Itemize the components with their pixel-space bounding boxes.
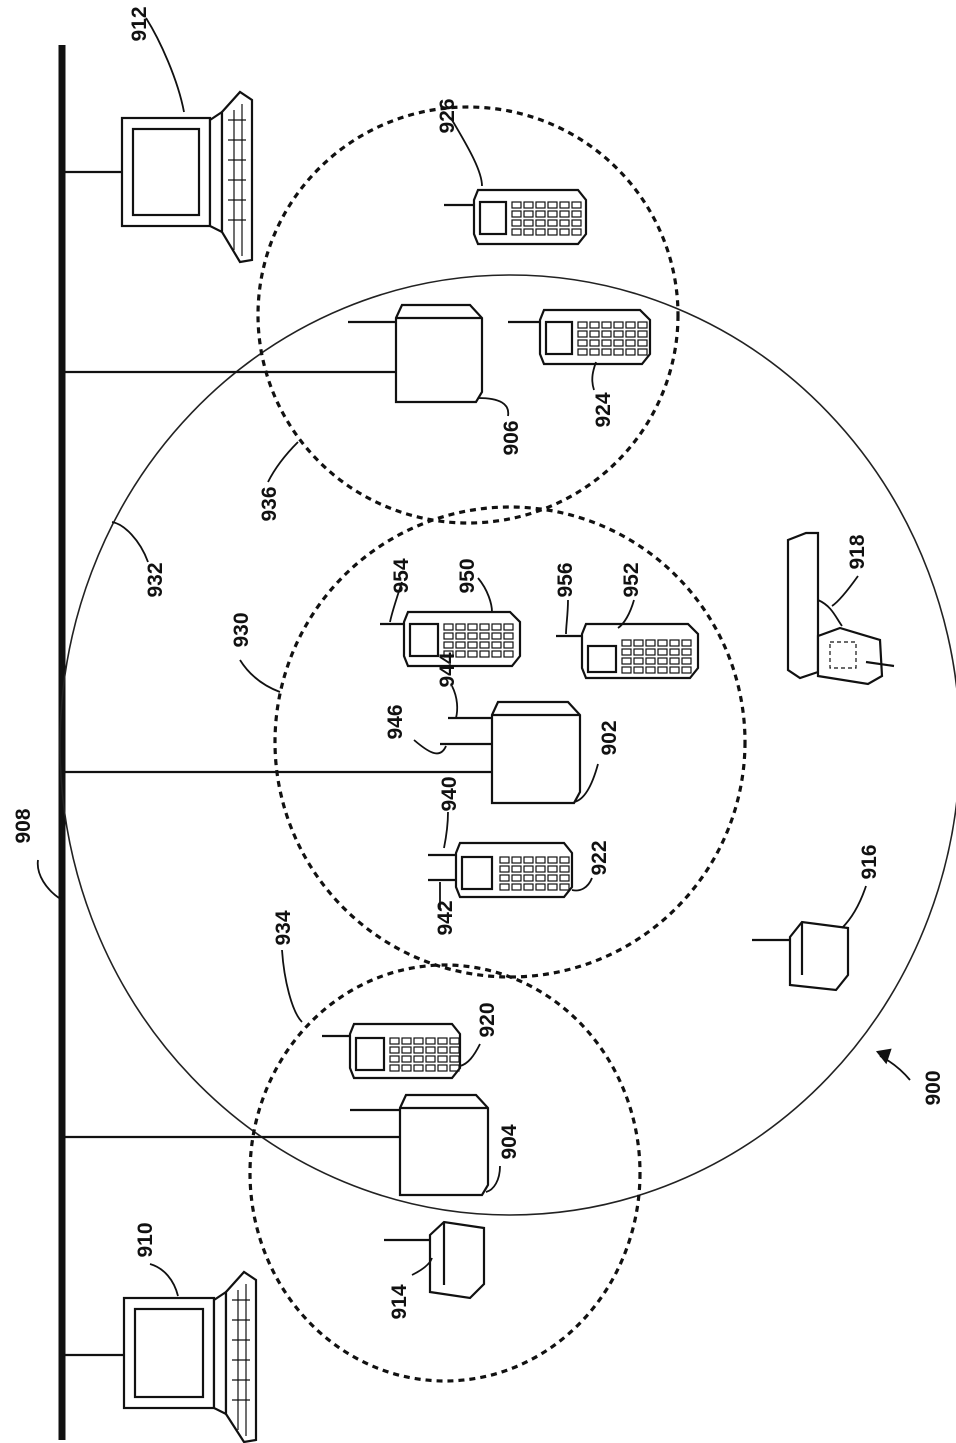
host-computer-912 — [120, 90, 254, 264]
access-point-906 — [348, 303, 484, 404]
label-924: 924 — [592, 392, 615, 427]
leader-926 — [451, 119, 483, 187]
leader-946 — [413, 739, 447, 755]
leader-920 — [459, 1043, 481, 1067]
leader-944 — [451, 685, 459, 719]
label-940: 940 — [438, 776, 461, 811]
leader-932 — [111, 521, 149, 563]
leader-924 — [591, 361, 597, 391]
label-914: 914 — [388, 1284, 411, 1319]
leader-956 — [565, 599, 569, 635]
label-944: 944 — [436, 652, 459, 687]
leader-936 — [267, 441, 299, 483]
leader-952 — [617, 599, 635, 629]
label-952: 952 — [620, 562, 643, 597]
station-914 — [384, 1220, 486, 1300]
leader-910 — [149, 1263, 179, 1297]
label-906: 906 — [500, 420, 523, 455]
leader-922 — [571, 877, 593, 892]
label-954: 954 — [390, 558, 413, 593]
label-926: 926 — [436, 98, 459, 133]
leader-916 — [841, 885, 867, 929]
label-900: 900 — [922, 1070, 945, 1105]
cell-936-circle — [256, 105, 680, 525]
label-908: 908 — [12, 808, 35, 843]
leader-930 — [239, 659, 281, 693]
label-918: 918 — [846, 534, 869, 569]
terminal-926 — [444, 188, 588, 246]
terminal-924 — [508, 308, 652, 366]
terminal-922 — [428, 841, 574, 899]
label-934: 934 — [272, 910, 295, 945]
terminal-950 — [380, 610, 522, 668]
terminal-952 — [556, 622, 700, 680]
leader-954 — [389, 581, 403, 623]
label-932: 932 — [144, 562, 167, 597]
label-942: 942 — [434, 900, 457, 935]
label-946: 946 — [384, 704, 407, 739]
leader-934 — [281, 949, 303, 1023]
label-910: 910 — [134, 1222, 157, 1257]
label-922: 922 — [588, 840, 611, 875]
cell-932-circle — [59, 274, 956, 1216]
host-computer-910 — [122, 1270, 258, 1443]
label-956: 956 — [554, 562, 577, 597]
access-point-902 — [440, 700, 582, 805]
label-936: 936 — [258, 486, 281, 521]
label-930: 930 — [230, 612, 253, 647]
station-916 — [752, 920, 850, 992]
label-904: 904 — [498, 1124, 521, 1159]
leader-902 — [573, 763, 599, 803]
label-912: 912 — [128, 6, 151, 41]
label-916: 916 — [858, 844, 881, 879]
leader-918 — [831, 575, 859, 607]
arrow-900-head — [875, 1048, 892, 1065]
leader-906 — [477, 397, 510, 417]
access-point-904 — [350, 1093, 490, 1197]
leader-904 — [485, 1165, 501, 1193]
leader-940 — [443, 811, 449, 849]
leader-912 — [145, 17, 185, 113]
label-920: 920 — [476, 1002, 499, 1037]
label-950: 950 — [456, 558, 479, 593]
cell-934-circle — [248, 963, 642, 1383]
terminal-920 — [322, 1022, 462, 1080]
leader-950 — [477, 577, 493, 613]
label-902: 902 — [598, 720, 621, 755]
leader-908 — [36, 859, 63, 901]
leader-914 — [411, 1257, 433, 1276]
scanner-918 — [786, 531, 895, 686]
